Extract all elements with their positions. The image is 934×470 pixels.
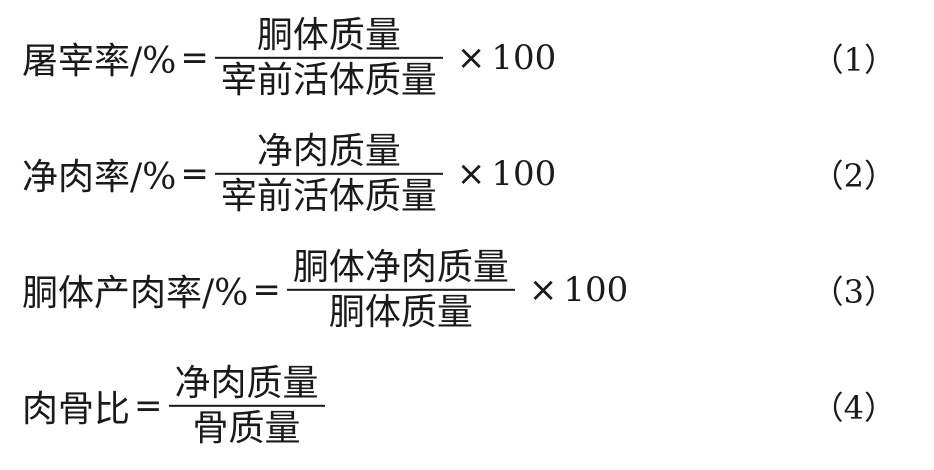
factor: 100 — [491, 154, 557, 194]
equation-2: 净肉率/% = 净肉质量 宰前活体质量 × 100 （2） — [0, 124, 934, 224]
fraction: 净肉质量 宰前活体质量 — [214, 130, 443, 218]
numerator: 净肉质量 — [174, 362, 319, 404]
equation-body: 肉骨比 = 净肉质量 骨质量 — [22, 362, 329, 450]
equation-4: 肉骨比 = 净肉质量 骨质量 （4） — [0, 356, 934, 456]
factor: 100 — [563, 270, 629, 310]
lhs-term: 屠宰率/% — [22, 41, 177, 82]
equation-number: （3） — [811, 273, 896, 311]
fraction: 胴体净肉质量 胴体质量 — [286, 246, 515, 334]
fraction-bar — [214, 173, 443, 175]
denominator: 宰前活体质量 — [220, 60, 437, 101]
denominator: 宰前活体质量 — [220, 176, 437, 217]
equation-body: 屠宰率/% = 胴体质量 宰前活体质量 × 100 — [22, 14, 556, 102]
equals-sign: = — [180, 154, 209, 194]
lhs-term: 肉骨比 — [22, 389, 131, 430]
denominator: 骨质量 — [192, 408, 301, 449]
numerator: 胴体净肉质量 — [292, 246, 509, 288]
fraction-bar — [286, 289, 515, 291]
equation-1: 屠宰率/% = 胴体质量 宰前活体质量 × 100 （1） — [0, 8, 934, 108]
equation-body: 胴体产肉率/% = 胴体净肉质量 胴体质量 × 100 — [22, 246, 628, 334]
times-sign: × — [528, 270, 558, 310]
lhs-term: 胴体产肉率/% — [22, 273, 249, 314]
equation-number: （4） — [811, 389, 896, 427]
equals-sign: = — [252, 270, 281, 310]
numerator: 胴体质量 — [256, 14, 401, 56]
denominator: 胴体质量 — [328, 292, 473, 333]
fraction-bar — [214, 57, 443, 59]
equation-number: （2） — [811, 157, 896, 195]
fraction-bar — [168, 405, 325, 407]
fraction: 净肉质量 骨质量 — [168, 362, 325, 450]
equals-sign: = — [180, 38, 209, 78]
lhs-term: 净肉率/% — [22, 157, 177, 198]
equation-number: （1） — [811, 41, 896, 79]
equation-3: 胴体产肉率/% = 胴体净肉质量 胴体质量 × 100 （3） — [0, 240, 934, 340]
times-sign: × — [456, 154, 486, 194]
numerator: 净肉质量 — [256, 130, 401, 172]
fraction: 胴体质量 宰前活体质量 — [214, 14, 443, 102]
times-sign: × — [456, 38, 486, 78]
equation-body: 净肉率/% = 净肉质量 宰前活体质量 × 100 — [22, 130, 556, 218]
factor: 100 — [491, 38, 557, 78]
equals-sign: = — [134, 386, 163, 426]
